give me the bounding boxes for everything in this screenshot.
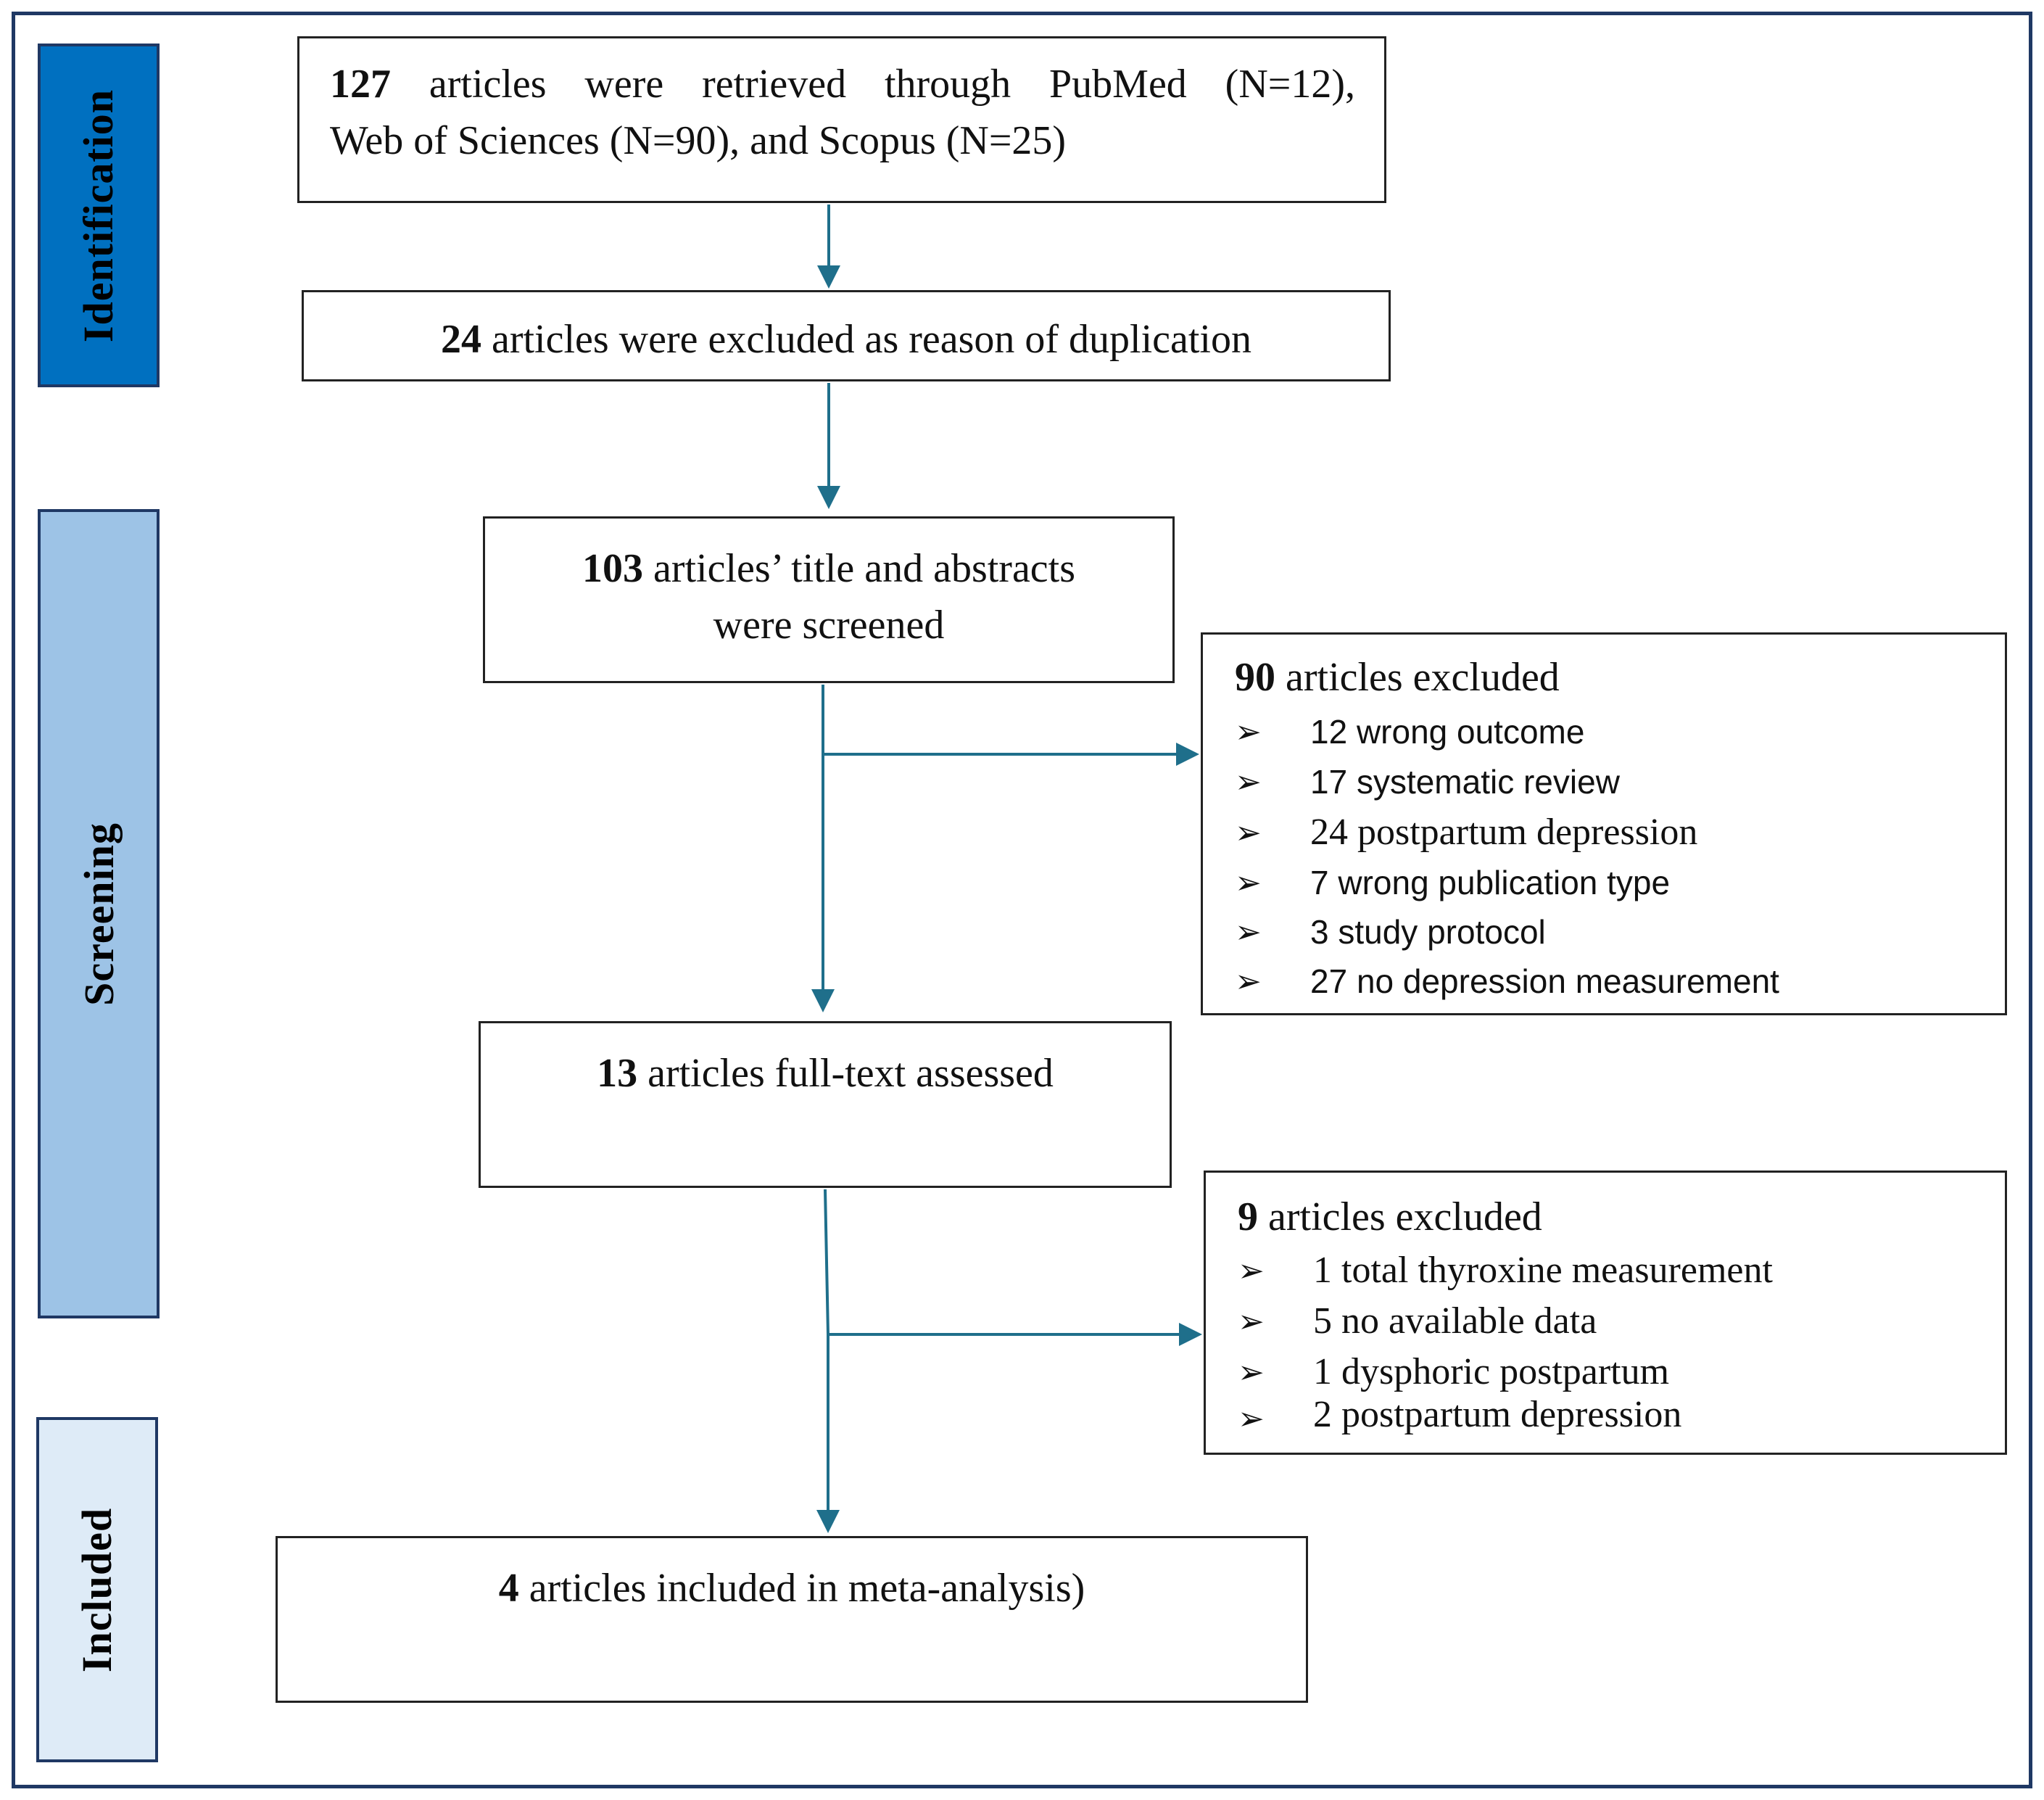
duplicates-text: articles were excluded as reason of dupl…: [491, 317, 1251, 362]
list-item: ➢ 5 no available data: [1238, 1296, 2005, 1347]
list-item: ➢ 7 wrong publication type: [1235, 858, 2005, 907]
screened-line1: 103 articles’ title and abstracts: [485, 540, 1172, 597]
arrow-bullet-icon: ➢: [1235, 864, 1262, 901]
excluded-screening-list: ➢ 12 wrong outcome ➢ 17 systematic revie…: [1235, 707, 2005, 1006]
fulltext-count: 13: [597, 1051, 638, 1096]
box-title-abstract-screened: 103 articles’ title and abstracts were s…: [483, 516, 1175, 683]
excluded-fulltext-list: ➢ 1 total thyroxine measurement ➢ 5 no a…: [1238, 1245, 2005, 1441]
screened-text-line1: articles’ title and abstracts: [653, 546, 1076, 591]
arrowhead: [1179, 1323, 1202, 1346]
box-fulltext-assessed: 13 articles full-text assessed: [479, 1021, 1172, 1188]
excluded-fulltext-title-text: articles excluded: [1268, 1194, 1542, 1239]
arrow-bullet-icon: ➢: [1238, 1354, 1265, 1390]
diagram-frame: [12, 12, 2032, 1788]
reason-text: 5 no available data: [1313, 1300, 1597, 1342]
fulltext-text: articles full-text assessed: [647, 1051, 1054, 1096]
arrow-bullet-icon: ➢: [1235, 963, 1262, 999]
box-excluded-screening: 90 articles excluded ➢ 12 wrong outcome …: [1201, 632, 2007, 1015]
included-text: articles included in meta-analysis): [529, 1566, 1085, 1611]
arrow-bullet-icon: ➢: [1238, 1400, 1265, 1437]
arrow-bullet-icon: ➢: [1235, 764, 1262, 800]
retrieved-text-line1: articles were retrieved through PubMed (…: [429, 62, 1355, 107]
arrow-bullet-icon: ➢: [1238, 1303, 1265, 1339]
excluded-screening-title: 90 articles excluded: [1235, 649, 2005, 706]
list-item: ➢ 17 systematic review: [1235, 756, 2005, 807]
arrow-bullet-icon: ➢: [1235, 914, 1262, 950]
reason-text: 24 postpartum depression: [1310, 812, 1698, 853]
excluded-fulltext-title: 9 articles excluded: [1238, 1189, 2005, 1245]
reason-text: 7 wrong publication type: [1310, 864, 1671, 902]
reason-text: 2 postpartum depression: [1313, 1398, 1682, 1435]
arrowhead: [817, 486, 840, 509]
list-item: ➢ 2 postpartum depression: [1238, 1398, 2005, 1441]
arrowhead: [811, 989, 835, 1012]
arrow-bullet-icon: ➢: [1235, 714, 1262, 750]
reason-text: 12 wrong outcome: [1310, 713, 1585, 751]
retrieved-text-line2: Web of Sciences (N=90), and Scopus (N=25…: [330, 118, 1067, 164]
reason-text: 3 study protocol: [1310, 913, 1546, 951]
list-item: ➢ 1 total thyroxine measurement: [1238, 1245, 2005, 1296]
list-item: ➢ 3 study protocol: [1235, 907, 2005, 957]
box-duplicates-excluded: 24 articles were excluded as reason of d…: [302, 290, 1391, 381]
box-records-retrieved: 127 articles were retrieved through PubM…: [297, 36, 1386, 203]
excluded-fulltext-count: 9: [1238, 1194, 1258, 1239]
stage-screening: Screening: [38, 509, 160, 1318]
arrowhead: [817, 265, 840, 289]
screened-count: 103: [582, 546, 643, 591]
list-item: ➢ 1 dysphoric postpartum: [1238, 1347, 2005, 1398]
retrieved-count: 127: [330, 62, 391, 107]
reason-text: 1 dysphoric postpartum: [1313, 1351, 1670, 1392]
arrow-bullet-icon: ➢: [1235, 814, 1262, 851]
stage-included: Included: [36, 1417, 158, 1762]
list-item: ➢ 24 postpartum depression: [1235, 807, 2005, 858]
box-studies-included: 4 articles included in meta-analysis): [276, 1536, 1308, 1703]
screened-text-line2: were screened: [713, 603, 945, 648]
reason-text: 17 systematic review: [1310, 763, 1620, 801]
excluded-screening-count: 90: [1235, 655, 1275, 700]
arrow-fulltext-to-included: [824, 1189, 829, 1511]
reason-text: 1 total thyroxine measurement: [1313, 1250, 1773, 1291]
list-item: ➢ 12 wrong outcome: [1235, 707, 2005, 756]
list-item: ➢ 27 no depression measurement: [1235, 957, 2005, 1006]
box-excluded-fulltext: 9 articles excluded ➢ 1 total thyroxine …: [1204, 1171, 2007, 1455]
arrow-bullet-icon: ➢: [1238, 1252, 1265, 1289]
stage-identification: Identification: [38, 44, 160, 387]
arrowhead: [816, 1510, 840, 1533]
retrieved-line1: 127 articles were retrieved through PubM…: [330, 56, 1355, 112]
arrowhead: [1176, 743, 1199, 766]
included-count: 4: [498, 1566, 519, 1611]
reason-text: 27 no depression measurement: [1310, 962, 1779, 1001]
excluded-screening-title-text: articles excluded: [1286, 655, 1560, 700]
duplicates-count: 24: [440, 317, 481, 362]
